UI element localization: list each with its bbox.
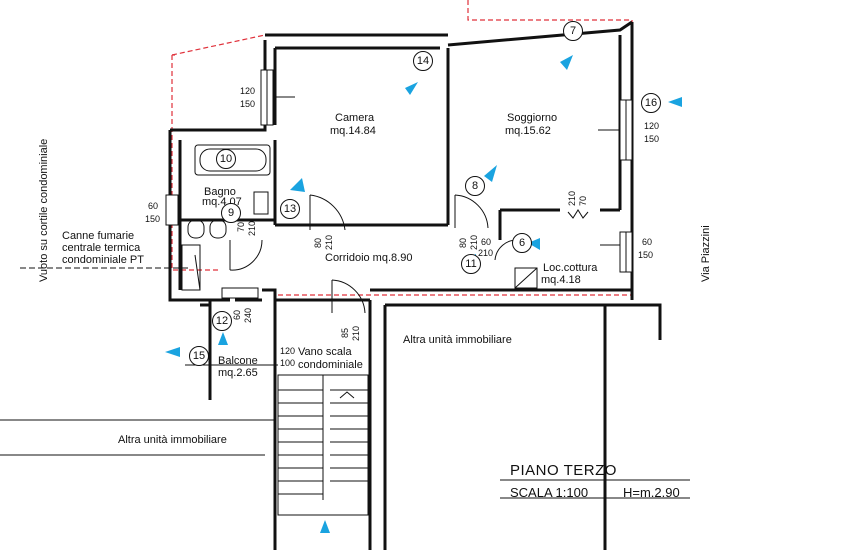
via-label: Via Piazzini	[700, 225, 712, 282]
doors	[229, 194, 589, 314]
vano-scala-line2: condominiale	[298, 359, 363, 371]
dim-camera-window-h: 150	[240, 99, 256, 109]
dim-balcone-door-h: 240	[243, 307, 253, 323]
cottura-name: Loc.cottura	[543, 262, 598, 274]
dim-vano-h: 100	[280, 358, 296, 368]
bagno-name: Bagno	[204, 186, 236, 198]
marker-11: 11	[461, 254, 481, 274]
dim-cottura-window-h: 150	[638, 250, 654, 260]
altra-left-label: Altra unità immobiliare	[118, 434, 227, 446]
dim-vano-w: 120	[280, 346, 296, 356]
dim-balcone-door-w: 60	[232, 309, 242, 320]
dim-soggiorno-window-w: 120	[644, 121, 660, 131]
marker-13: 13	[280, 199, 300, 219]
marker-7: 7	[563, 21, 583, 41]
plan-scale: SCALA 1:100	[510, 485, 589, 500]
canne-line2: centrale termica	[62, 242, 141, 254]
canne-line1: Canne fumarie	[62, 230, 135, 242]
vuoto-label: Vuoto su cortile condominiale	[38, 138, 50, 282]
cottura-area: mq.4.18	[541, 274, 581, 286]
stairs	[277, 374, 369, 516]
dim-soggiorno-window-h: 150	[644, 134, 660, 144]
marker-14: 14	[413, 51, 433, 71]
corridoio-label: Corridoio mq.8.90	[325, 252, 413, 264]
dim-bagno-door-h: 210	[247, 220, 257, 236]
windows	[165, 69, 633, 299]
plan-title: PIANO TERZO	[510, 462, 617, 479]
vano-scala-line1: Vano scala	[298, 346, 352, 358]
stove	[514, 267, 538, 289]
dim-camera-window-w: 120	[240, 86, 256, 96]
marker-16: 16	[641, 93, 661, 113]
camera-name: Camera	[335, 112, 375, 124]
plan-height: H=m.2.90	[623, 485, 680, 500]
balcone-area: mq.2.65	[218, 367, 258, 379]
dim-bagno-door-w: 70	[236, 221, 246, 232]
altra-right-label: Altra unità immobiliare	[403, 334, 512, 346]
soggiorno-area: mq.15.62	[505, 125, 551, 137]
dim-entry-door-w: 85	[340, 327, 350, 338]
dim-bagno-window-w: 60	[148, 201, 159, 211]
marker-10: 10	[216, 149, 236, 169]
dim-entry-door-h: 210	[351, 325, 361, 341]
dim-camera-door-w: 80	[313, 237, 323, 248]
canne-line3: condominiale PT	[62, 254, 144, 266]
soggiorno-name: Soggiorno	[507, 112, 558, 124]
dim-cottura-door-h: 210	[478, 248, 494, 258]
dim-cottura-door-w: 60	[481, 237, 492, 247]
marker-6: 6	[512, 233, 532, 253]
dim-arch-w: 70	[578, 195, 588, 206]
dim-soggiorno-door-w: 80	[458, 237, 468, 248]
marker-8: 8	[465, 176, 485, 196]
dim-camera-door-h: 210	[324, 234, 334, 250]
marker-9: 9	[221, 203, 241, 223]
balcone-name: Balcone	[218, 355, 258, 367]
dim-arch-h: 210	[567, 190, 577, 206]
dim-cottura-window-w: 60	[642, 237, 653, 247]
dim-bagno-window-h: 150	[145, 214, 161, 224]
thin-lines	[0, 96, 690, 499]
marker-12: 12	[212, 311, 232, 331]
bath-fixtures	[181, 144, 271, 291]
camera-area: mq.14.84	[330, 125, 376, 137]
property-boundary	[171, 0, 633, 296]
marker-15: 15	[189, 346, 209, 366]
